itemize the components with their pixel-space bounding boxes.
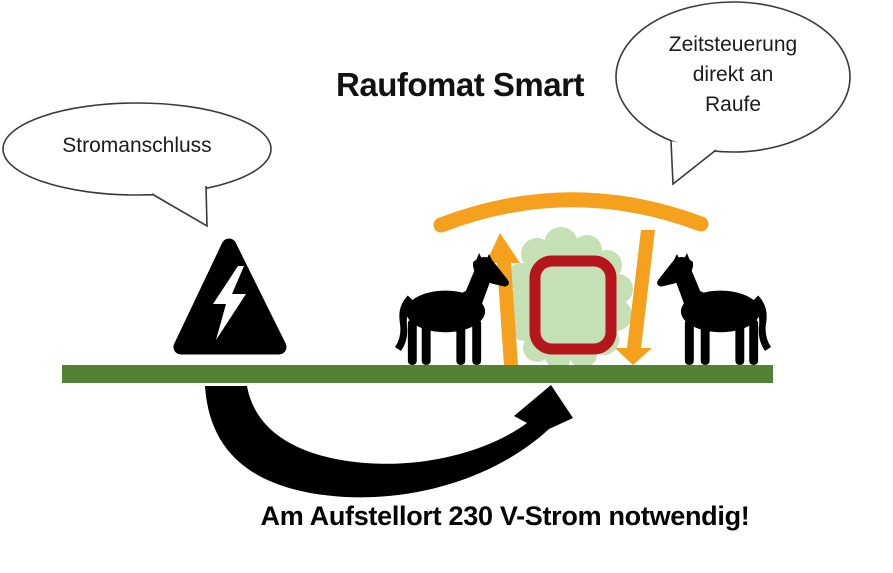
- orange-up-arrow-icon: [486, 233, 520, 366]
- timer-cover-arc-icon: [433, 192, 709, 233]
- callout-timer-line3: Raufe: [704, 93, 762, 116]
- high-voltage-warning-triangle-icon: [173, 238, 287, 355]
- callout-timer-line2: direkt an: [692, 63, 774, 86]
- horse-silhouette-icon: [394, 252, 509, 365]
- curved-power-arrow-icon: [205, 385, 573, 498]
- lightning-bolt-icon: [213, 266, 246, 340]
- callout-power-text: Stromanschluss: [62, 134, 212, 157]
- callout-timer-line1: Zeitsteuerung: [668, 33, 798, 56]
- callout-timer-text: Zeitsteuerung direkt an Raufe: [625, 30, 841, 120]
- horse-silhouette-icon: [657, 252, 772, 365]
- footer-note: Am Aufstellort 230 V-Strom notwendig!: [260, 501, 750, 531]
- ground-bar: [62, 365, 773, 383]
- orange-down-arrow-icon: [615, 230, 655, 365]
- page-title: Raufomat Smart: [336, 66, 584, 103]
- callout-power-bubble: [2, 102, 272, 228]
- feeder-opening-frame-icon: [529, 255, 617, 355]
- callout-timer-bubble: [615, 1, 851, 186]
